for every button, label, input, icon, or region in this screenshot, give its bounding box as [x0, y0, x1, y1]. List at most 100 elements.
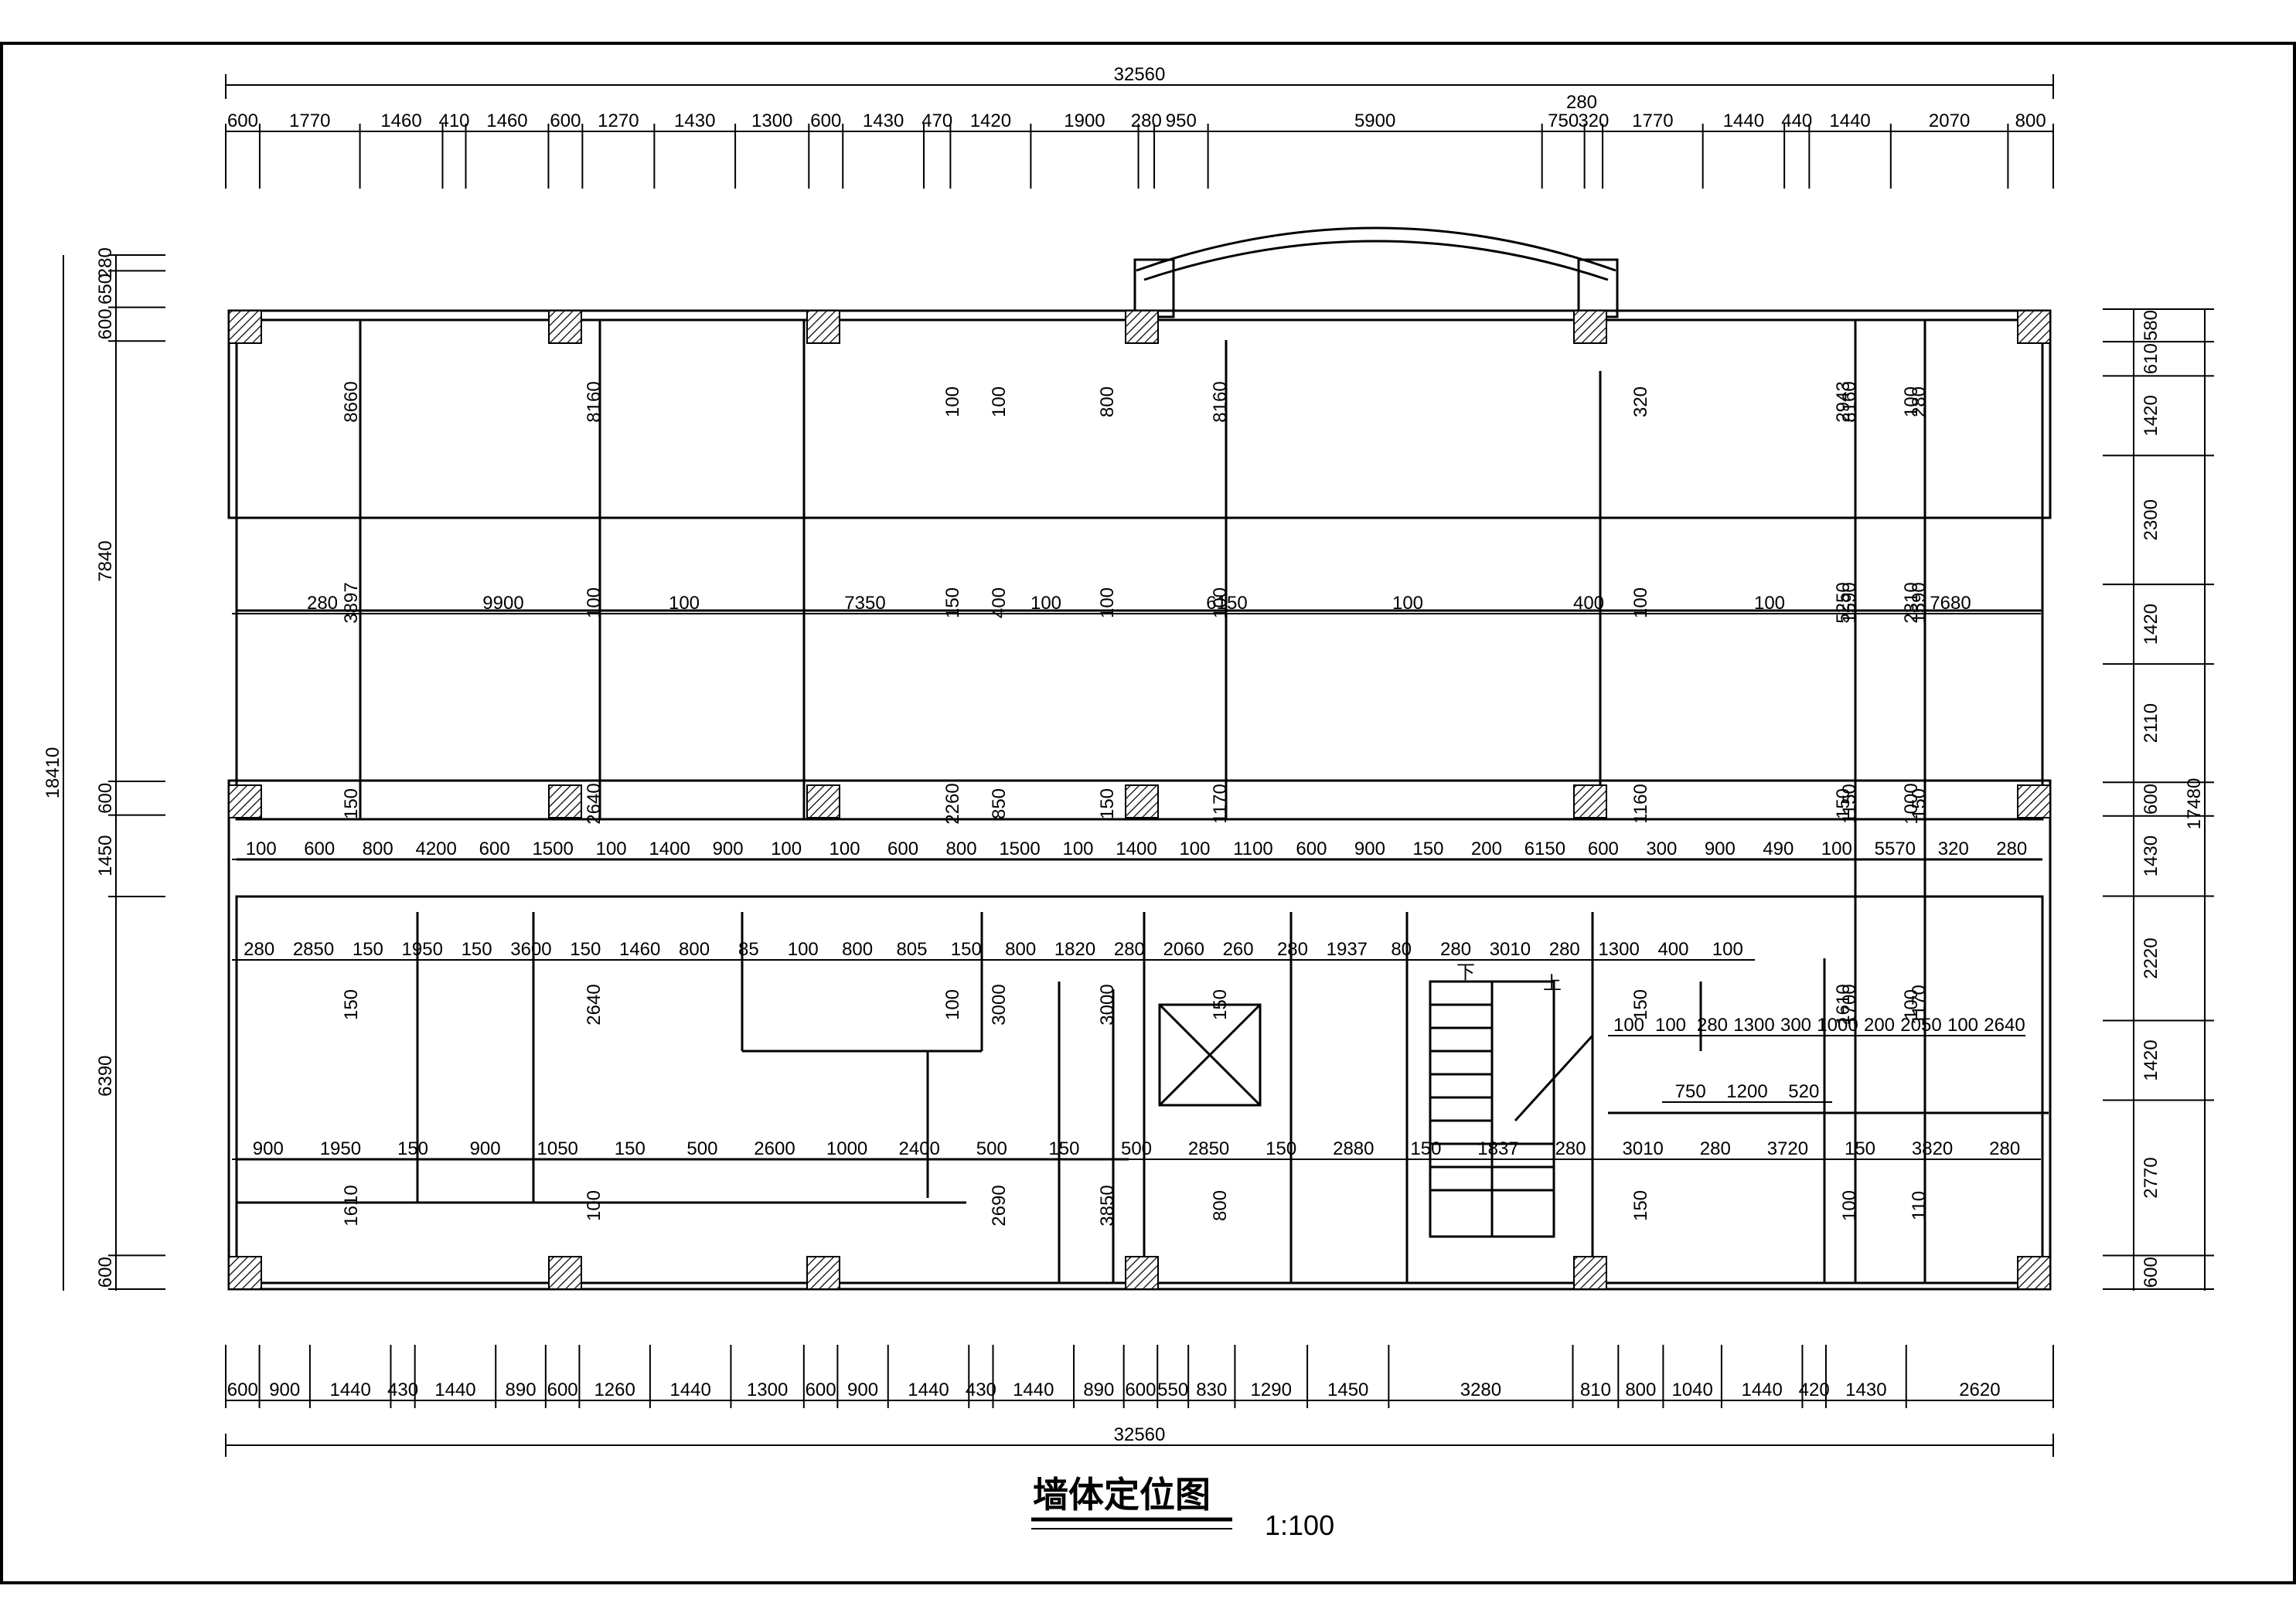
interior-vertical-dimension-label: 8660: [341, 381, 362, 422]
dimension-label: 1430: [863, 111, 904, 131]
interior-dimension-label: 900: [1705, 839, 1736, 859]
interior-dimension-label: 100: [596, 839, 627, 859]
interior-dimension-label: 280: [1700, 1138, 1731, 1159]
interior-dimension-label: 1000: [826, 1138, 867, 1159]
drawing-border: [0, 42, 2296, 1584]
interior-vertical-dimension-label: 2260: [942, 783, 963, 824]
dimension-label: 7840: [95, 540, 116, 581]
interior-dimension-label: 100: [669, 593, 700, 614]
dimension-label: 1440: [434, 1380, 475, 1400]
interior-dimension-label: 2850: [1188, 1138, 1229, 1159]
dimension-label: 600: [810, 111, 841, 131]
interior-dimension-label: 800: [842, 939, 873, 960]
dimension-label: 2620: [1959, 1380, 2000, 1400]
dimension-label: 1420: [2141, 395, 2161, 436]
interior-vertical-dimension-label: 150: [1097, 788, 1118, 819]
interior-dimension-label: 85: [738, 939, 759, 960]
interior-dimension-label: 750: [1675, 1081, 1706, 1102]
interior-vertical-dimension-label: 8160: [1839, 381, 1860, 422]
dimension-label: 1420: [970, 111, 1011, 131]
interior-vertical-dimension-label: 2690: [989, 1185, 1010, 1226]
stair-up-label: 上: [1543, 973, 1562, 994]
dimension-label: 1440: [1013, 1380, 1054, 1400]
dimension-label: 1440: [1723, 111, 1764, 131]
interior-dimension-label: 900: [1354, 839, 1385, 859]
dimension-label: 890: [506, 1380, 537, 1400]
interior-vertical-dimension-label: 1170: [1210, 784, 1231, 824]
interior-dimension-label: 280: [1996, 839, 2027, 859]
interior-dimension-label: 3010: [1623, 1138, 1664, 1159]
dimension-label: 830: [1196, 1380, 1227, 1400]
interior-dimension-label: 1200: [1726, 1081, 1767, 1102]
interior-vertical-dimension-label: 150: [1630, 989, 1651, 1020]
interior-dimension-label: 900: [713, 839, 744, 859]
interior-dimension-label: 1000: [1817, 1015, 1858, 1036]
interior-vertical-dimension-label: 150: [1909, 788, 1930, 819]
interior-vertical-dimension-label: 150: [341, 989, 362, 1020]
overall-width-bottom: 32560: [1114, 1424, 1166, 1445]
dimension-label: 280: [95, 247, 116, 278]
interior-vertical-dimension-label: 100: [1630, 587, 1651, 618]
stair-down-label: 下: [1456, 962, 1475, 983]
interior-vertical-dimension-label: 800: [1210, 1190, 1231, 1221]
dimension-label: 2770: [2141, 1157, 2161, 1198]
dimension-label: 1430: [674, 111, 715, 131]
dimension-label: 890: [1083, 1380, 1114, 1400]
interior-vertical-dimension-label: 150: [942, 587, 963, 618]
interior-dimension-label: 100: [1947, 1015, 1978, 1036]
interior-dimension-label: 800: [946, 839, 977, 859]
overall-width-top: 32560: [1114, 64, 1166, 85]
interior-dimension-label: 280: [307, 593, 338, 614]
interior-vertical-dimension-label: 100: [942, 989, 963, 1020]
dimension-label: 1300: [747, 1380, 788, 1400]
interior-vertical-dimension-label: 100: [584, 587, 605, 618]
interior-dimension-label: 805: [896, 939, 927, 960]
dimension-label: 1450: [1327, 1380, 1368, 1400]
interior-dimension-label: 100: [1754, 593, 1785, 614]
interior-dimension-label: 1100: [1233, 839, 1273, 859]
dimension-label: 1440: [908, 1380, 949, 1400]
interior-dimension-label: 1300: [1733, 1015, 1774, 1036]
dimension-label: 810: [1580, 1380, 1611, 1400]
interior-dimension-label: 2050: [1900, 1015, 1941, 1036]
interior-dimension-label: 100: [1655, 1015, 1686, 1036]
interior-dimension-label: 150: [397, 1138, 428, 1159]
interior-dimension-label: 100: [246, 839, 277, 859]
dimension-label: 650: [95, 274, 116, 305]
dimension-label: 600: [1125, 1380, 1156, 1400]
dimension-label: 600: [227, 1380, 258, 1400]
interior-dimension-label: 2880: [1333, 1138, 1374, 1159]
interior-dimension-label: 280: [1114, 939, 1145, 960]
interior-vertical-dimension-label: 2640: [584, 783, 605, 824]
interior-vertical-dimension-label: 1170: [1909, 985, 1930, 1025]
interior-vertical-dimension-label: 850: [989, 788, 1010, 819]
interior-dimension-label: 7680: [1930, 593, 1971, 614]
interior-dimension-label: 150: [353, 939, 383, 960]
dimension-label: 1770: [1632, 111, 1673, 131]
dimension-label: 1420: [2141, 1039, 2161, 1080]
interior-vertical-dimension-label: 100: [942, 386, 963, 417]
interior-dimension-label: 100: [1392, 593, 1423, 614]
interior-dimension-label: 150: [615, 1138, 646, 1159]
interior-dimension-label: 1400: [1116, 839, 1157, 859]
dimension-label: 1260: [594, 1380, 635, 1400]
interior-dimension-label: 1050: [537, 1138, 578, 1159]
dimension-label: 900: [847, 1380, 878, 1400]
dimension-label: 1440: [329, 1380, 370, 1400]
dimension-label: 1290: [1251, 1380, 1292, 1400]
dimension-label: 2110: [2141, 703, 2161, 743]
dimension-label: 430: [387, 1380, 418, 1400]
interior-dimension-label: 6150: [1206, 593, 1247, 614]
interior-dimension-label: 600: [887, 839, 918, 859]
interior-vertical-dimension-label: 3850: [1097, 1185, 1118, 1226]
interior-vertical-dimension-label: 1000: [1901, 783, 1922, 824]
interior-dimension-label: 100: [829, 839, 860, 859]
interior-dimension-label: 150: [570, 939, 601, 960]
dimension-label: 1770: [289, 111, 330, 131]
interior-dimension-label: 800: [679, 939, 710, 960]
